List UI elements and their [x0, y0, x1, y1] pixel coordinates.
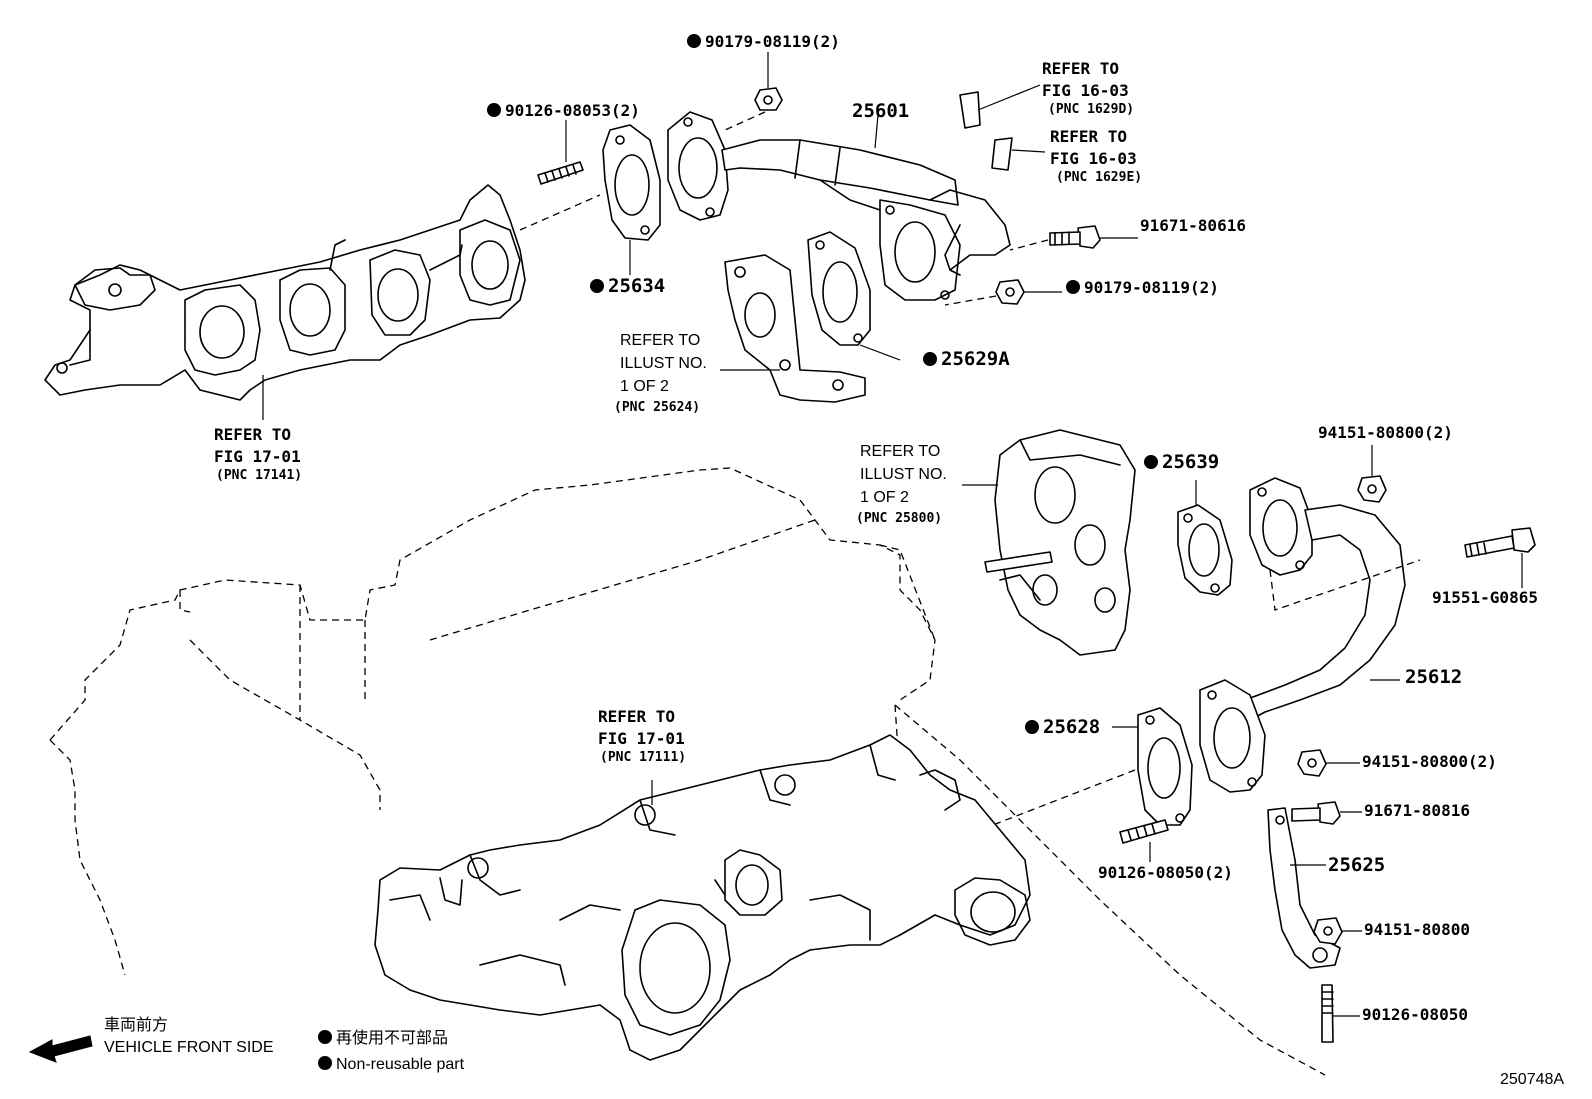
ref-block-17141: REFER TO FIG 17-01 (PNC 17141)	[214, 424, 302, 485]
part-number: 25634	[608, 275, 666, 297]
nut-94151-top	[1357, 475, 1387, 503]
gasket-25628	[1137, 707, 1193, 826]
stud-90126-08050-pair	[1119, 819, 1169, 844]
part-number: 25639	[1162, 451, 1220, 473]
part-label-91671-80616: 91671-80616	[1140, 218, 1246, 234]
part-number: 91551-G0865	[1432, 588, 1538, 607]
ref-line: 1 OF 2	[620, 378, 669, 396]
part-number: 25629A	[941, 348, 1010, 370]
part-number: 90179-08119(2)	[705, 32, 840, 51]
part-number: 25628	[1043, 716, 1101, 738]
part-number: 91671-80616	[1140, 216, 1246, 235]
part-number: 94151-80800(2)	[1318, 423, 1453, 442]
nut-94151-mid	[1297, 749, 1327, 777]
part-number: 90126-08050	[1362, 1005, 1468, 1024]
nut-90179-mid	[995, 279, 1025, 305]
engine-block-outline	[49, 467, 936, 976]
ref-line: ILLUST NO.	[620, 355, 707, 373]
ref-line: FIG 17-01	[214, 446, 301, 466]
bracket-25625	[1267, 807, 1341, 969]
part-number: 25625	[1328, 854, 1386, 876]
ref-line: (PNC 1629E)	[1056, 170, 1143, 186]
ref-line: REFER TO	[1050, 127, 1128, 146]
part-label-90126-08050: 90126-08050	[1362, 1007, 1468, 1023]
legend-front-en: VEHICLE FRONT SIDE	[104, 1039, 274, 1056]
bolt-91671-80616	[1049, 225, 1101, 249]
ref-block-25800: REFER TO ILLUST NO. 1 OF 2 (PNC 25800)	[856, 440, 947, 528]
legend-text: Non-reusable part	[336, 1056, 465, 1073]
part-label-25601: 25601	[852, 102, 909, 121]
part-number: 91671-80816	[1364, 801, 1470, 820]
ref-line: 1 OF 2	[860, 489, 909, 507]
legend-nonreusable-jp: 再使用不可部品	[318, 1030, 448, 1047]
part-label-91671-80816: 91671-80816	[1364, 803, 1470, 819]
intake-manifold	[374, 734, 1031, 1061]
legend-nonreusable-en: Non-reusable part	[318, 1056, 464, 1073]
ref-block-1629e: REFER TO FIG 16-03 (PNC 1629E)	[1050, 126, 1142, 187]
vehicle-front-arrow-icon	[28, 1035, 93, 1063]
part-number: 90126-08053(2)	[505, 101, 640, 120]
egr-pipe-25612	[1199, 477, 1406, 793]
gasket-25629A	[807, 231, 871, 346]
part-number: 94151-80800(2)	[1362, 752, 1497, 771]
egr-pipe-25601	[667, 111, 1011, 301]
stud-90126-08050	[1321, 984, 1334, 1043]
ref-block-1629d: REFER TO FIG 16-03 (PNC 1629D)	[1042, 58, 1134, 119]
nut-94151-single	[1313, 917, 1343, 945]
ref-line: REFER TO	[860, 443, 941, 460]
part-label-25629A: 25629A	[923, 350, 1010, 369]
ref-line: REFER TO	[598, 707, 676, 726]
part-label-90126-08050-2: 90126-08050(2)	[1098, 865, 1233, 881]
ref-line: REFER TO	[1042, 59, 1120, 78]
part-number: 94151-80800	[1364, 920, 1470, 939]
ref-line: (PNC 1629D)	[1048, 102, 1135, 118]
nut-90179-top	[754, 87, 783, 111]
part-number: 90126-08050(2)	[1098, 863, 1233, 882]
ref-block-17111: REFER TO FIG 17-01 (PNC 17111)	[598, 706, 686, 767]
ref-line: FIG 17-01	[598, 728, 685, 748]
ref-block-25624: REFER TO ILLUST NO. 1 OF 2 (PNC 25624)	[614, 329, 707, 417]
part-label-94151-single: 94151-80800	[1364, 922, 1470, 938]
ref-line: FIG 16-03	[1050, 148, 1137, 168]
ref-line: FIG 16-03	[1042, 80, 1129, 100]
part-label-94151-mid: 94151-80800(2)	[1362, 754, 1497, 770]
legend-front-jp: 車両前方	[104, 1017, 169, 1034]
ref-line: (PNC 25624)	[614, 399, 701, 415]
legend-text: 再使用不可部品	[336, 1030, 449, 1047]
ref-line: (PNC 25800)	[856, 510, 943, 526]
gasket-25634	[602, 124, 661, 241]
stud-90126-08053	[537, 161, 584, 185]
part-label-25628: 25628	[1025, 718, 1100, 737]
part-label-25634: 25634	[590, 277, 665, 296]
part-number: 25612	[1405, 666, 1463, 688]
part-number: 90179-08119(2)	[1084, 278, 1219, 297]
part-number: 25601	[852, 100, 910, 122]
part-label-25625: 25625	[1328, 856, 1385, 875]
ref-line: (PNC 17141)	[216, 468, 303, 484]
part-label-90179-top: 90179-08119(2)	[687, 34, 840, 50]
ref-line: REFER TO	[620, 332, 701, 349]
egr-cooler-25800	[984, 429, 1136, 656]
ref-line: (PNC 17111)	[600, 750, 687, 766]
part-label-90126-top: 90126-08053(2)	[487, 103, 640, 119]
ref-line: ILLUST NO.	[860, 466, 947, 484]
bracket-25624	[724, 254, 866, 403]
bolt-91551-G0865	[1464, 527, 1536, 558]
part-label-25612: 25612	[1405, 668, 1462, 687]
exhaust-manifold	[44, 184, 526, 401]
part-label-25639: 25639	[1144, 453, 1219, 472]
gasket-25639	[1177, 504, 1233, 596]
ref-line: REFER TO	[214, 425, 292, 444]
bolt-91671-80816	[1291, 801, 1341, 825]
diagram-id: 250748A	[1500, 1071, 1565, 1088]
part-label-91551: 91551-G0865	[1432, 590, 1538, 606]
part-label-94151-top: 94151-80800(2)	[1318, 425, 1453, 441]
part-label-90179-mid: 90179-08119(2)	[1066, 280, 1219, 296]
